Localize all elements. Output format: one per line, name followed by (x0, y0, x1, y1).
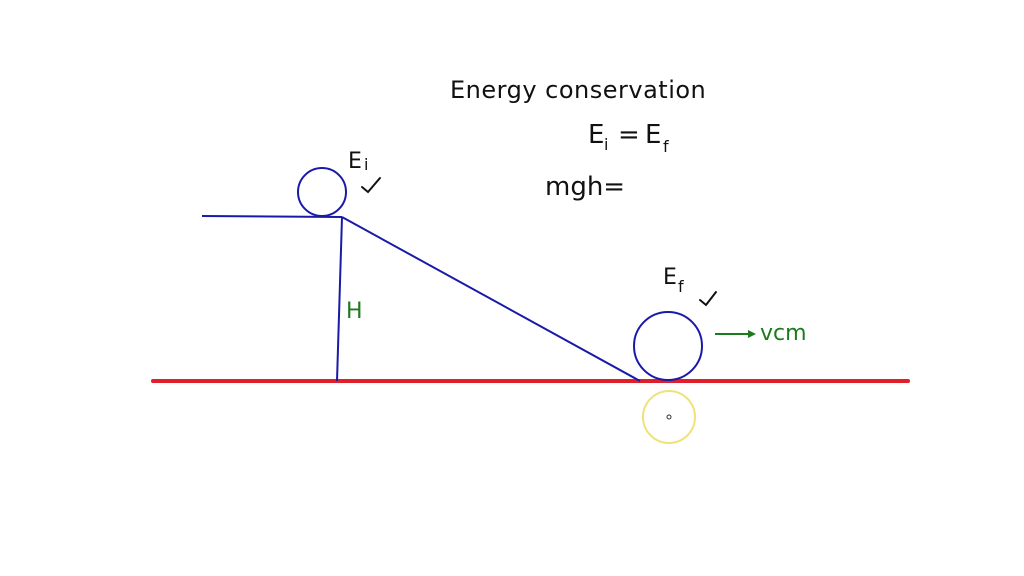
checkmark-icon (361, 177, 381, 194)
equation-lhs-sub: i (604, 135, 608, 154)
title-text: Energy conservation (450, 76, 706, 104)
incline-line (341, 216, 641, 382)
top-platform-line (201, 215, 343, 218)
energy-equation: E i = E f (588, 120, 669, 156)
initial-label: E (348, 149, 362, 174)
initial-label-sub: i (364, 155, 368, 174)
height-line (336, 216, 343, 382)
equation-lhs: E (588, 120, 604, 150)
final-label: E (663, 265, 677, 290)
velocity-label: vcm (760, 321, 807, 346)
ball-initial (297, 167, 347, 217)
velocity-arrow-icon (715, 330, 756, 338)
final-energy-label: E f (663, 265, 684, 296)
initial-energy-label: E i (348, 149, 368, 174)
equation-equals: = (618, 120, 640, 150)
equation-rhs: E (645, 120, 661, 150)
ball-final (633, 311, 703, 381)
cursor-dot (666, 414, 672, 420)
cursor-highlight (642, 390, 696, 444)
equation-rhs-sub: f (663, 137, 669, 156)
height-label: H (346, 299, 363, 324)
partial-equation: mgh= (545, 172, 625, 202)
checkmark-icon (699, 291, 717, 307)
final-label-sub: f (678, 277, 684, 296)
